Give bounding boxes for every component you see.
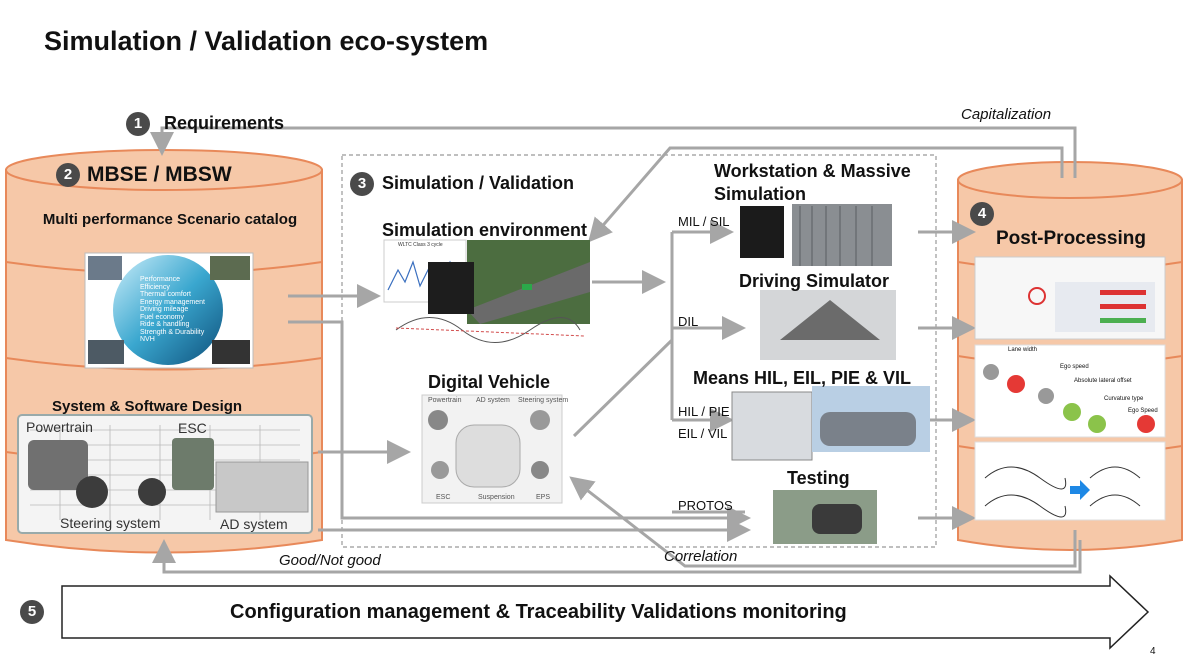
dv-esc: ESC: [436, 494, 451, 501]
pp-ego-speed: Ego speed: [1060, 364, 1089, 370]
simulation-validation-label: Simulation / Validation: [382, 173, 575, 193]
powertrain-label: Powertrain: [26, 419, 93, 435]
step-2-badge: 2: [56, 163, 80, 187]
configuration-label: Configuration management & Traceability …: [230, 601, 847, 623]
hil-label: Means HIL, EIL, PIE & VIL: [693, 368, 912, 388]
eil-vil-label: EIL / VIL: [678, 426, 728, 441]
mil-sil-label: MIL / SIL: [678, 214, 730, 229]
mbse-label: MBSE / MBSW: [87, 163, 232, 186]
pp-curvature: Curvature type: [1104, 396, 1144, 402]
requirements-label: Requirements: [164, 113, 285, 133]
flow-arrows: [150, 126, 1082, 574]
ad-system-label: AD system: [220, 516, 288, 532]
capitalization-label: Capitalization: [961, 106, 1052, 123]
driving-simulator-label: Driving Simulator: [739, 271, 890, 291]
dv-ad-system: AD system: [476, 397, 510, 404]
step-1-badge: 1: [126, 112, 150, 136]
dv-suspension: Suspension: [478, 494, 515, 501]
plot-title: WLTC Class 3 cycle: [398, 242, 443, 248]
config-arrow-shape: [61, 574, 1150, 650]
step-4-badge: 4: [970, 202, 994, 226]
scenario-catalog-label: Multi performance Scenario catalog: [42, 211, 298, 228]
step-5-badge: 5: [20, 600, 44, 624]
testing-label: Testing: [787, 468, 850, 488]
step-3-badge: 3: [350, 172, 374, 196]
page-title: Simulation / Validation eco-system: [44, 26, 489, 56]
dv-powertrain: Powertrain: [428, 397, 462, 404]
digital-vehicle-label: Digital Vehicle: [428, 372, 551, 392]
hil-pie-label: HIL / PIE: [678, 404, 730, 419]
system-design-label: System & Software Design: [52, 398, 243, 415]
good-not-good-label: Good/Not good: [279, 552, 381, 569]
workstation-label: Workstation & Massive Simulation: [714, 161, 911, 204]
dv-steering: Steering system: [518, 397, 569, 404]
post-processing-label: Post-Processing: [996, 228, 1146, 249]
steering-label: Steering system: [60, 515, 161, 531]
dv-eps: EPS: [536, 494, 551, 501]
esc-label: ESC: [178, 420, 207, 436]
pp-lane-width: Lane width: [1008, 347, 1038, 353]
simulation-environment-label: Simulation environment: [382, 220, 588, 240]
pp-lateral-offset: Absolute lateral offset: [1074, 378, 1132, 384]
correlation-label: Correlation: [664, 548, 738, 565]
simulation-box: [341, 154, 937, 548]
pp-ego-speed-2: Ego Speed: [1128, 408, 1158, 414]
dil-label: DIL: [678, 314, 699, 329]
protos-label: PROTOS: [678, 498, 733, 513]
page-number: 4: [1150, 646, 1156, 657]
